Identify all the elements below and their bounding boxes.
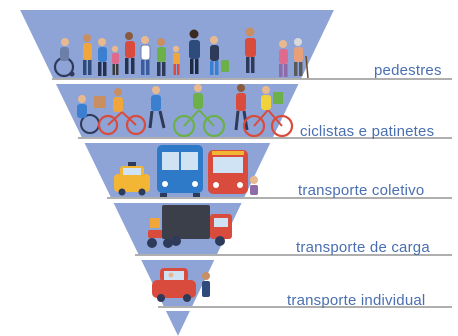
cyclist-4-icon: [242, 86, 294, 138]
truck-icon: [147, 205, 232, 248]
pedestrians-icon: [53, 27, 309, 79]
cyclist-3-icon: [172, 84, 226, 138]
blue-bus-icon: [157, 145, 203, 197]
scooter-rider-icon: [148, 86, 166, 129]
cyclist-1-icon: [77, 95, 106, 134]
cargo-truck-icon: [162, 205, 232, 246]
right-mask: [178, 0, 458, 336]
car-icon: [152, 268, 210, 302]
cyclist-2-icon: [97, 88, 147, 136]
level-label-cargo-transport: transporte de carga: [296, 239, 430, 256]
motorbike-courier-icon: [147, 218, 173, 248]
red-bus-icon: [208, 150, 258, 195]
walking-crowd-icon: [83, 27, 309, 79]
level-label-cyclists: ciclistas e patinetes: [300, 123, 435, 140]
level-label-collective-transport: transporte coletivo: [298, 182, 425, 199]
level-label-pedestrians: pedestres: [374, 62, 442, 79]
left-mask: [0, 0, 178, 336]
label-baselines: [52, 78, 452, 308]
taxi-icon: [114, 162, 150, 196]
top-mask: [0, 0, 458, 10]
wheelchair-user-icon: [53, 38, 75, 78]
level-label-individual-transport: transporte individual: [287, 292, 426, 309]
cyclists-icon: [77, 84, 294, 138]
bus-taxi-icon: [114, 145, 258, 197]
